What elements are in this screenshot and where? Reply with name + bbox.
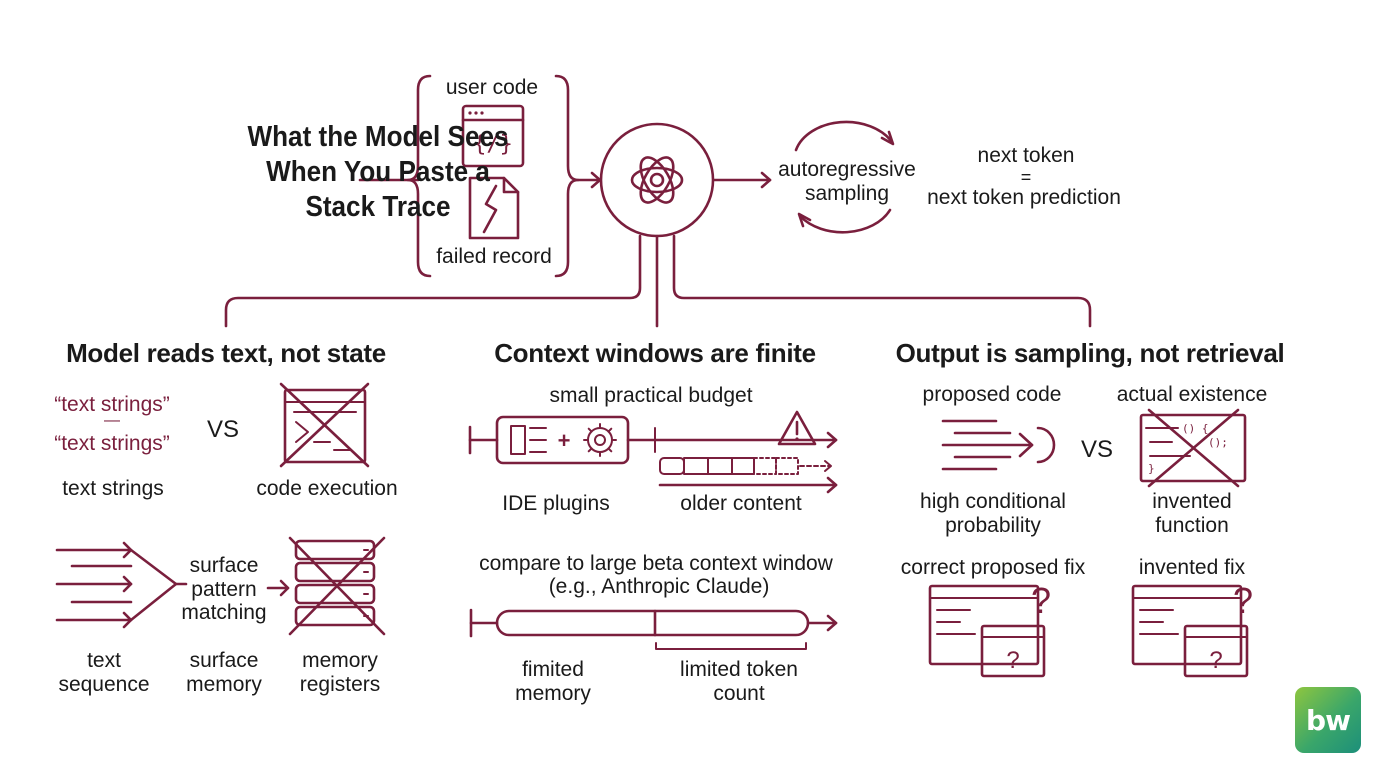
code-window-icon: {/}	[461, 104, 525, 168]
actual-existence-label: actual existence	[1116, 383, 1268, 406]
vs-label-right: VS	[1080, 436, 1114, 463]
surface-pattern-label: surface pattern matching	[181, 554, 267, 624]
large-context-bar-icon	[469, 608, 838, 650]
ide-plugins-label: IDE plugins	[502, 492, 610, 515]
older-content-arrow	[658, 476, 838, 494]
svg-text:?: ?	[1031, 580, 1051, 621]
budget-timeline-icon: +	[468, 415, 838, 465]
svg-text:();: ();	[1208, 436, 1228, 449]
crossed-function-icon: () { (); }	[1139, 408, 1247, 488]
text-strings-label: text strings	[62, 477, 164, 500]
token-cells-icon	[659, 457, 832, 475]
pattern-to-memory-arrow	[266, 579, 290, 597]
svg-text:}: }	[1148, 462, 1155, 475]
section-3-heading: Output is sampling, not retrieval	[895, 338, 1285, 368]
high-probability-label: high conditional probability	[920, 490, 1066, 537]
budget-label: small practical budget	[549, 384, 753, 407]
crossed-memory-registers-icon	[288, 536, 386, 636]
svg-text:{/}: {/}	[473, 132, 513, 157]
brace-to-model-arrow	[576, 171, 602, 189]
brand-logo: bw	[1295, 687, 1361, 753]
model-to-sampling-arrow	[712, 171, 772, 189]
quote-text-bottom: “text strings”	[54, 432, 170, 455]
broken-file-icon	[468, 176, 520, 240]
surface-memory-label: surface memory	[186, 649, 262, 696]
text-sequence-label: text sequence	[58, 649, 150, 696]
older-content-label: older content	[680, 492, 802, 515]
section-1-heading: Model reads text, not state	[66, 338, 386, 368]
sampling-label: autoregressive sampling	[778, 158, 916, 205]
code-execution-label: code execution	[256, 477, 398, 500]
crossed-code-execution-icon	[279, 382, 370, 468]
model-logo-icon	[599, 122, 715, 238]
equals-sign: =	[1020, 167, 1032, 187]
warning-icon	[777, 410, 817, 446]
text-lines-converge-icon	[55, 541, 188, 629]
next-token-prediction-label: next token prediction	[927, 186, 1121, 209]
brand-logo-text: bw	[1306, 703, 1351, 737]
svg-text:?: ?	[1209, 647, 1222, 674]
limited-token-count-label: limited token count	[680, 658, 798, 705]
compare-label: compare to large beta context window	[479, 552, 833, 575]
svg-text:?: ?	[1233, 580, 1253, 621]
section-2-heading: Context windows are finite	[494, 338, 816, 368]
correct-fix-label: correct proposed fix	[900, 556, 1086, 579]
svg-text:() {: () {	[1182, 422, 1209, 435]
speed-lines-icon	[941, 419, 1056, 471]
page-title: What the Model Sees When You Paste a Sta…	[243, 120, 513, 225]
right-brace	[554, 74, 580, 278]
user-code-label: user code	[445, 76, 539, 99]
invented-function-label: invented function	[1152, 490, 1232, 537]
svg-text:?: ?	[1006, 647, 1019, 674]
quote-text-top: “text strings”	[54, 393, 170, 416]
quote-dash: —	[104, 412, 120, 429]
proposed-code-label: proposed code	[922, 383, 1062, 406]
section-connectors	[224, 234, 1092, 328]
invented-fix-windows-icon: ? ?	[1131, 580, 1253, 678]
failed-record-label: failed record	[436, 245, 552, 268]
left-brace	[406, 74, 432, 278]
proposed-fix-windows-icon: ? ?	[928, 580, 1051, 678]
compare-sub-label: (e.g., Anthropic Claude)	[548, 575, 770, 598]
svg-text:+: +	[558, 428, 571, 453]
invented-fix-label: invented fix	[1138, 556, 1246, 579]
next-token-label: next token	[977, 144, 1075, 167]
page-title-text: What the Model Sees When You Paste a Sta…	[247, 121, 509, 223]
sampling-cycle-icon	[794, 120, 895, 234]
memory-registers-label: memory registers	[299, 649, 381, 696]
fimited-memory-label: fimited memory	[515, 658, 591, 705]
vs-label-left: VS	[206, 416, 240, 443]
